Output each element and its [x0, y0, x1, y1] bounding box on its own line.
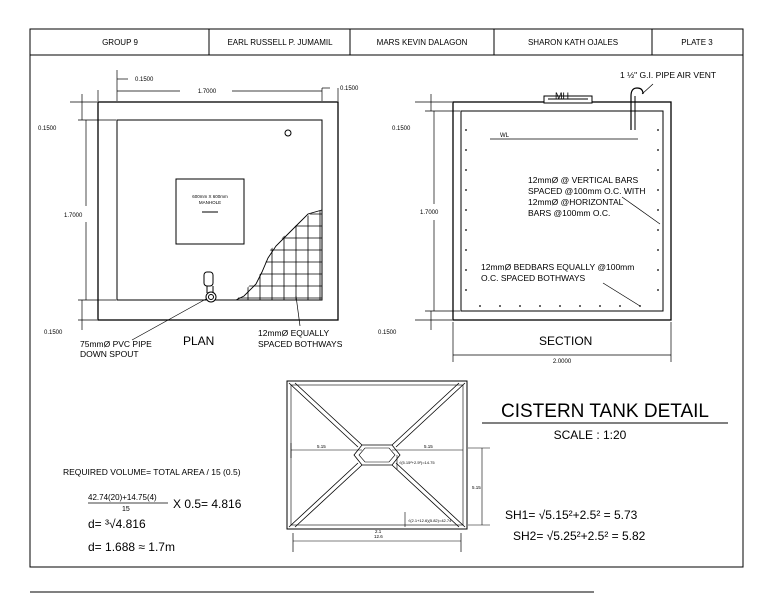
section-view: MH WL 1 ½" G.I. PIPE AIR VENT 12mmØ @ VE… [378, 70, 716, 365]
manhole [175, 178, 245, 245]
volume-denominator: 15 [122, 506, 130, 513]
title-block-group: GROUP 9 [102, 38, 138, 47]
volume-numerator: 42.74(20)+14.75(4) [88, 493, 157, 502]
air-vent-note: 1 ½" G.I. PIPE AIR VENT [620, 70, 716, 80]
section-dim-left-top: 0.1500 [392, 126, 411, 132]
hip-line [288, 382, 359, 448]
roof-dim-left: 5.15 [317, 444, 326, 449]
hip-line [395, 382, 466, 448]
pipe-note-line1: 75mmØ PVC PIPE [80, 339, 152, 349]
pipe-note-line2: DOWN SPOUT [80, 349, 139, 359]
manhole-mh-label: MH [555, 91, 569, 101]
plan-rebar-note-line1: 12mmØ EQUALLY [258, 328, 330, 338]
manhole-size-label: 600mm X 600mm [192, 194, 228, 199]
roof-formula-top: √(5.15²+2.5²)=14.75 [399, 460, 435, 465]
leader-line [131, 298, 207, 341]
rebar-grid [235, 209, 323, 301]
break-line [235, 209, 323, 301]
air-vent-opening [284, 129, 292, 137]
vertical-bars-note-line3: 12mmØ @HORIZONTAL [528, 197, 624, 207]
leader-line [295, 295, 301, 327]
hip-line [294, 382, 363, 446]
required-volume-text: REQUIRED VOLUME= TOTAL AREA / 15 (0.5) [63, 467, 241, 477]
plan-outer-wall [97, 101, 339, 321]
bedbars-note-line2: O.C. SPACED BOTHWAYS [481, 273, 586, 283]
plan-dim-left-height: 1.7000 [64, 213, 83, 219]
ridge-opening [353, 444, 401, 466]
depth-cube-root: d= ³√4.816 [88, 517, 146, 531]
plan-dim-top-width: 1.7000 [198, 89, 217, 95]
hip-line [391, 382, 460, 446]
water-level-label: WL [500, 133, 510, 139]
plan-inner-wall [116, 119, 323, 301]
vertical-bars-note-line2: SPACED @100mm O.C. WITH [528, 186, 646, 196]
section-dim-left-bottom: 0.1500 [378, 330, 397, 336]
section-title: SECTION [539, 334, 592, 348]
plan-rebar-note-line2: SPACED BOTHWAYS [258, 339, 343, 349]
section-inner-wall [460, 110, 664, 312]
air-vent-pipe [630, 87, 644, 130]
plan-view: 600mm X 600mm MANHOLE [38, 70, 359, 359]
plan-dim-top-right: 0.1500 [340, 86, 359, 92]
title-block-plate: PLATE 3 [681, 38, 713, 47]
title-block-member: EARL RUSSELL P. JUMAMIL [227, 38, 333, 47]
section-dim-left-height: 1.7000 [420, 210, 439, 216]
hip-line [395, 462, 466, 528]
leader-line [602, 282, 641, 307]
vertical-bars-note-line4: BARS @100mm O.C. [528, 208, 610, 218]
detail-scale: SCALE : 1:20 [554, 428, 627, 442]
downspout-pipe [203, 271, 217, 303]
rebar-dots [465, 129, 659, 307]
section-dim-width: 2.0000 [553, 359, 572, 365]
hip-line [288, 462, 359, 528]
plan-dim-top-left: 0.1500 [135, 77, 154, 83]
plan-dim-left-bottom: 0.1500 [44, 330, 63, 336]
sh1-formula: SH1= √5.15²+2.5² = 5.73 [505, 508, 638, 522]
roof-plan: 5.15 5.15 5.15 √(5.15²+2.5²)=14.75 √(2.1… [286, 380, 490, 552]
roof-dim-right: 5.15 [424, 444, 433, 449]
manhole-label: MANHOLE [199, 200, 221, 205]
roof-outline [286, 380, 468, 530]
sh2-formula: SH2= √5.25²+2.5² = 5.82 [513, 529, 646, 543]
title-block-member: SHARON KATH OJALES [528, 38, 618, 47]
hip-line [294, 464, 363, 528]
bedbars-note-line1: 12mmØ BEDBARS EQUALLY @100mm [481, 262, 634, 272]
calculations: REQUIRED VOLUME= TOTAL AREA / 15 (0.5) 4… [63, 467, 646, 554]
title-block-member: MARS KEVIN DALAGON [377, 38, 468, 47]
roof-formula-bottom: √(2.1+12.6)(5.82)=42.74 [408, 518, 452, 523]
ridge-opening-inner [358, 447, 396, 463]
leader-line [621, 196, 661, 225]
roof-dim-bottom-b: 12.6 [374, 534, 383, 539]
roof-dim-bottom-a: 2.1 [375, 529, 382, 534]
roof-dim-vertical: 5.15 [472, 485, 481, 490]
detail-title: CISTERN TANK DETAIL [501, 401, 709, 422]
vertical-bars-note-line1: 12mmØ @ VERTICAL BARS [528, 175, 639, 185]
plan-title: PLAN [183, 334, 214, 348]
plan-dim-left-top: 0.1500 [38, 126, 57, 132]
sheet-border [29, 28, 744, 568]
depth-result: d= 1.688 ≈ 1.7m [88, 540, 175, 554]
hip-line [391, 464, 460, 528]
volume-result: X 0.5= 4.816 [173, 497, 242, 511]
leader-line [641, 83, 654, 95]
